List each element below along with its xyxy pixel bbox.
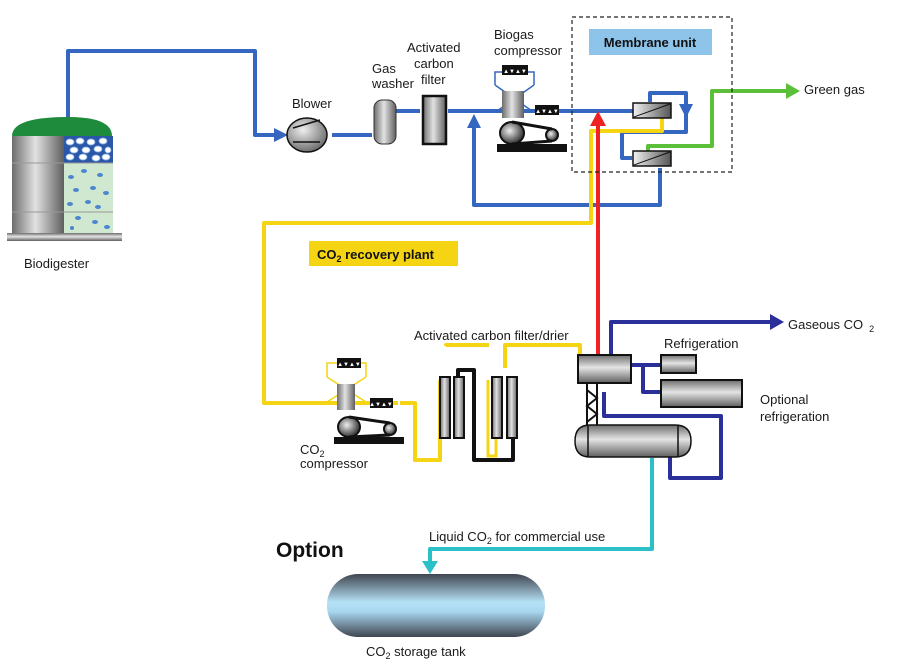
biogas-compressor-label-2: compressor <box>494 43 563 58</box>
biodigester-label: Biodigester <box>24 256 90 271</box>
arrow-liquid-co2 <box>422 561 438 574</box>
filter-drier[interactable] <box>439 376 518 439</box>
optional-refrigeration-label-1: Optional <box>760 392 809 407</box>
refrigeration-unit[interactable] <box>660 354 697 374</box>
gaseous-co2-pipes <box>602 320 772 480</box>
carbon-filter-label-1: Activated <box>407 40 460 55</box>
arrow-gaseous-co2 <box>770 314 784 330</box>
filter-drier-label: Activated carbon filter/drier <box>414 328 569 343</box>
green-gas-label: Green gas <box>804 82 865 97</box>
valve-icon: ▲▼▲▼ <box>535 109 559 115</box>
biogas-compressor-label-1: Biogas <box>494 27 534 42</box>
blower-label: Blower <box>292 96 332 111</box>
pipe-digester-to-blower <box>66 49 275 137</box>
membrane-module-2[interactable] <box>632 150 672 167</box>
gas-washer[interactable] <box>373 99 397 145</box>
co2-plant-label-bg <box>309 241 458 266</box>
biogas-compressor[interactable]: ▲▼▲▼ ▲▼▲▼ <box>494 65 567 152</box>
storage-tank-label: CO2 storage tank <box>366 644 466 661</box>
pipe-membrane1-loop <box>620 91 688 160</box>
digester-base <box>7 233 122 241</box>
valve-icon: ▲▼▲▼ <box>503 69 527 75</box>
carbon-filter-label-3: filter <box>421 72 446 87</box>
gas-washer-label-2: washer <box>371 76 415 91</box>
co2-condenser[interactable] <box>577 354 632 425</box>
blower[interactable] <box>286 117 328 153</box>
co2-storage-tank[interactable] <box>327 574 545 637</box>
pipe-co2-offgas <box>262 118 664 462</box>
biogas-pipes <box>66 49 688 207</box>
membrane-unit-label: Membrane unit <box>604 35 697 50</box>
arrow-green-gas <box>786 83 800 99</box>
gas-washer-label-1: Gas <box>372 61 396 76</box>
liquid-co2-label: Liquid CO2 for commercial use <box>429 529 605 546</box>
pipe-recycle <box>472 128 662 207</box>
valve-icon: ▲▼▲▼ <box>337 362 361 368</box>
filter-drier-connector <box>456 368 515 462</box>
arrow-recycle-up <box>467 114 481 128</box>
pipe-green-gas <box>646 89 788 158</box>
valve-icon: ▲▼▲▼ <box>369 402 393 408</box>
activated-carbon-filter[interactable] <box>421 94 448 146</box>
carbon-filter-label-2: carbon <box>414 56 454 71</box>
membrane-module-1[interactable] <box>632 102 672 119</box>
optional-refrigeration-unit[interactable] <box>660 379 743 408</box>
co2-compressor-label-1: CO2 <box>300 442 325 459</box>
biodigester[interactable] <box>7 117 122 241</box>
membrane-unit-label-bg <box>589 29 712 55</box>
arrow-into-blower <box>274 128 288 142</box>
membrane-unit-boundary <box>571 16 733 173</box>
co2-plant-label: CO2 recovery plant <box>317 247 435 264</box>
digester-dome <box>12 117 112 136</box>
pipe-liquid-co2 <box>428 458 654 563</box>
arrow-loop-down <box>679 104 693 118</box>
optional-refrigeration-label-2: refrigeration <box>760 409 829 424</box>
liquid-co2-receiver[interactable] <box>574 424 692 458</box>
co2-compressor[interactable]: ▲▼▲▼ ▲▼▲▼ <box>326 358 404 444</box>
refrigeration-label: Refrigeration <box>664 336 738 351</box>
arrow-red <box>590 111 606 126</box>
option-label: Option <box>276 539 344 562</box>
digester-body <box>12 136 64 233</box>
co2-compressor-label-2: compressor <box>300 456 369 471</box>
